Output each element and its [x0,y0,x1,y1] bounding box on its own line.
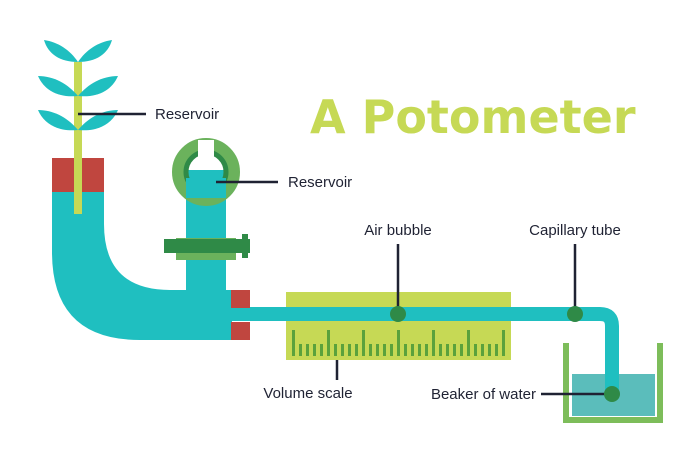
scale-tick [453,344,456,356]
scale-tick [411,344,414,356]
air-bubble-marker [390,306,406,322]
scale-tick [460,344,463,356]
tap-handle [164,239,250,253]
label-reservoir-top: Reservoir [155,106,219,123]
scale-tick [355,344,358,356]
capillary-tube [230,307,619,394]
scale-tick [404,344,407,356]
scale-tick [327,330,330,356]
scale-tick [467,330,470,356]
stopper-upper-right [231,290,250,308]
scale-tick [446,344,449,356]
label-air-bubble: Air bubble [364,222,432,239]
scale-tick [425,344,428,356]
scale-tick [341,344,344,356]
reservoir-ring-gap [198,140,214,166]
volume-scale-ticks [292,330,505,356]
scale-tick [474,344,477,356]
scale-tick [306,344,309,356]
scale-tick [313,344,316,356]
leaf [38,110,78,131]
scale-tick [488,344,491,356]
scale-tick [383,344,386,356]
capillary-tube-marker [567,306,583,322]
leaf [78,40,112,62]
scale-tick [439,344,442,356]
leader-lines [78,112,612,396]
scale-tick [376,344,379,356]
label-reservoir-valve: Reservoir [288,174,352,191]
beaker-wall [563,343,663,423]
leaf [38,76,78,97]
scale-tick [362,330,365,356]
label-beaker: Beaker of water [431,386,536,403]
scale-tick [320,344,323,356]
scale-tick [432,330,435,356]
leaf [78,76,118,97]
plant-leaves [38,40,118,131]
scale-tick [334,344,337,356]
scale-tick [418,344,421,356]
scale-tick [369,344,372,356]
tap-end [242,234,248,258]
leaf [44,40,78,62]
scale-tick [502,330,505,356]
label-capillary-tube: Capillary tube [529,222,621,239]
diagram-title: A Potometer [310,90,636,144]
scale-tick [348,344,351,356]
plant-stem [74,62,82,214]
scale-tick [299,344,302,356]
scale-tick [292,330,295,356]
scale-tick [397,330,400,356]
label-volume-scale: Volume scale [263,385,352,402]
scale-tick [481,344,484,356]
stopper-lower-right [231,322,250,340]
beaker-marker [604,386,620,402]
scale-tick [495,344,498,356]
scale-tick [390,344,393,356]
